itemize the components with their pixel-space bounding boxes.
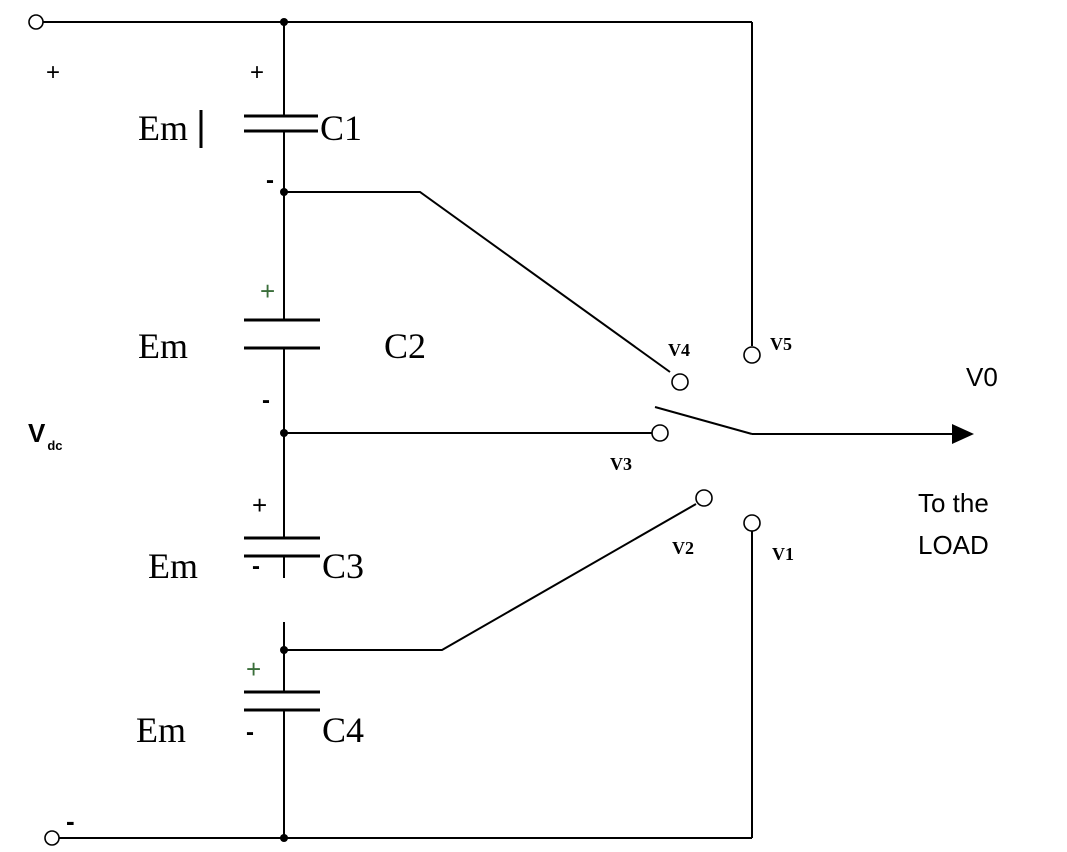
vdc-minus-sign: - [66, 806, 75, 836]
em-label-c1: Em [138, 108, 188, 148]
capacitor-c4 [244, 690, 320, 712]
capacitor-label-c3: C3 [322, 546, 364, 586]
vdc-positive-terminal [28, 14, 44, 30]
c3-minus-sign: - [252, 553, 260, 580]
tap-wire-v4 [284, 191, 671, 373]
capacitor-c3 [244, 536, 320, 558]
em-label-c2: Em [138, 326, 188, 366]
c2-minus-sign: - [262, 387, 270, 414]
c2-plus-sign: + [260, 276, 275, 306]
level-label-v2: V2 [672, 538, 694, 558]
vdc-plus-sign: + [46, 59, 60, 86]
terminals [28, 14, 761, 846]
c1-minus-sign: - [266, 167, 274, 194]
junction-c1-c2 [280, 188, 288, 196]
level-label-v5: V5 [770, 334, 792, 354]
junction-c2-c3 [280, 429, 288, 437]
output-arrow [952, 424, 974, 444]
terminal-v3 [651, 424, 669, 442]
load-label-line1: To the [918, 488, 989, 518]
c4-minus-sign: - [246, 719, 254, 746]
junction-dots [280, 18, 288, 842]
vdc-label-subscript: dc [47, 438, 62, 453]
output-label-v0: V0 [966, 362, 998, 392]
level-label-v1: V1 [772, 544, 794, 564]
vdc-negative-terminal [44, 830, 60, 846]
vdc-label-main: V [28, 418, 46, 448]
circuit-wires [42, 21, 974, 839]
em-label-c4: Em [136, 710, 186, 750]
c1-plus-sign: + [250, 59, 264, 86]
tap-wire-v2 [284, 503, 697, 651]
em-label-c3: Em [148, 546, 198, 586]
capacitor-c2 [244, 318, 320, 350]
capacitor-label-c2: C2 [384, 326, 426, 366]
c4-plus-sign: + [246, 654, 261, 684]
level-label-v3: V3 [610, 454, 632, 474]
junction-c3-c4 [280, 646, 288, 654]
junction-top [280, 18, 288, 26]
terminal-v2 [695, 489, 713, 507]
terminal-v5 [743, 346, 761, 364]
selector-switch-arm [654, 406, 753, 435]
load-label-line2: LOAD [918, 530, 989, 560]
terminal-v1 [743, 514, 761, 532]
terminal-v4 [671, 373, 689, 391]
capacitor-label-c4: C4 [322, 710, 364, 750]
c3-plus-sign: + [252, 490, 267, 520]
level-label-v4: V4 [668, 340, 690, 360]
capacitor-c1 [244, 114, 318, 133]
capacitor-label-c1: C1 [320, 108, 362, 148]
junction-bottom [280, 834, 288, 842]
